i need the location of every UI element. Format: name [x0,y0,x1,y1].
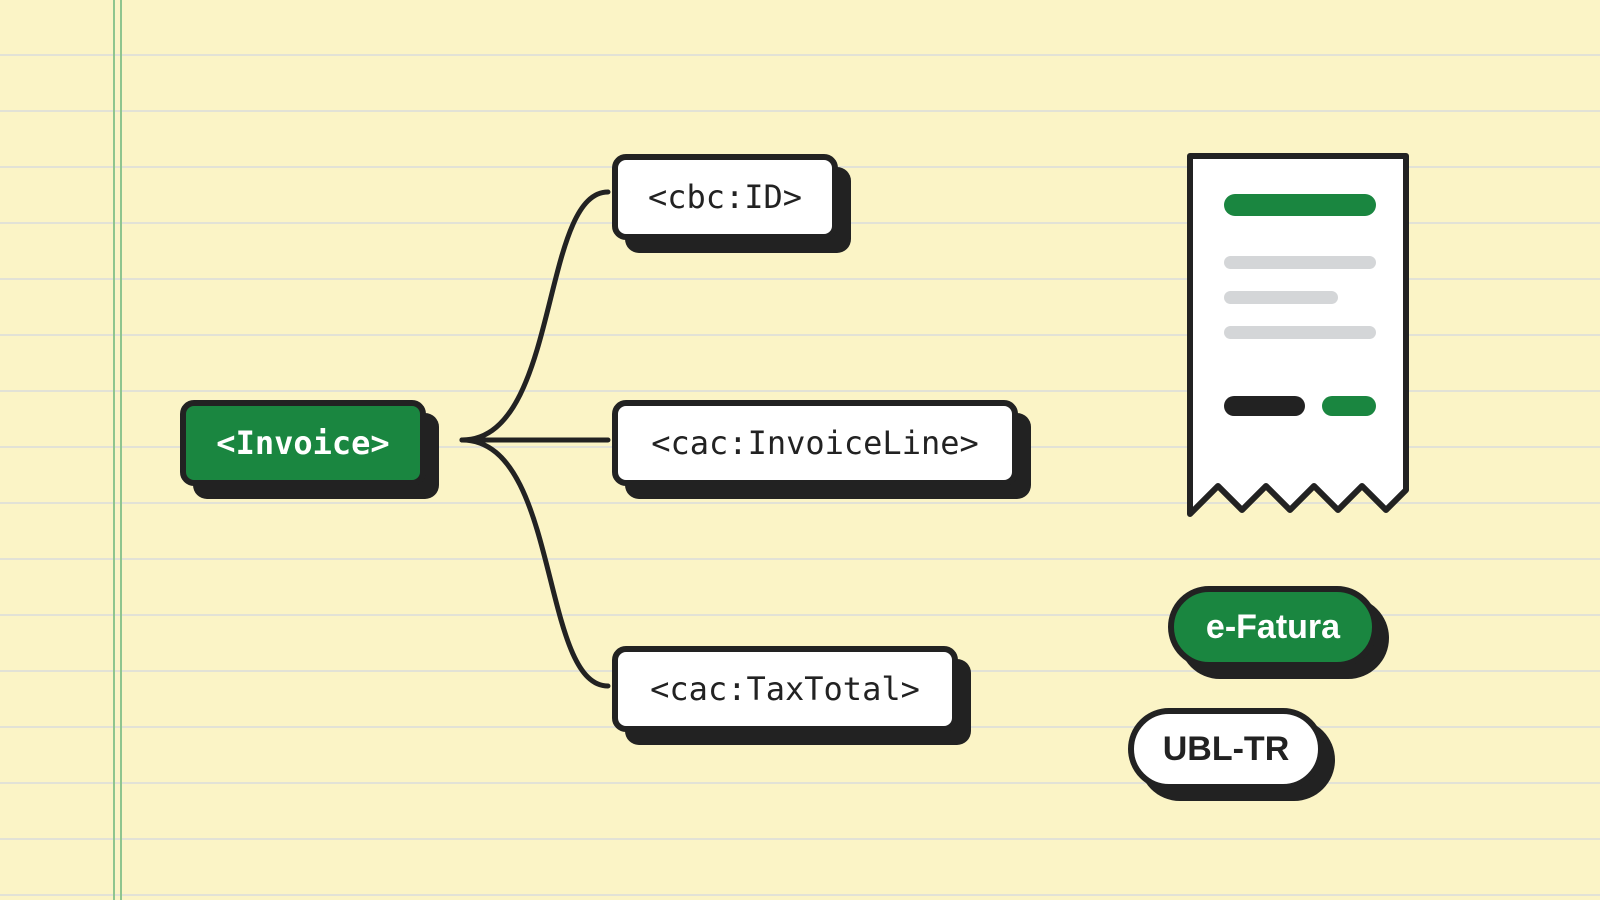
receipt-text-line [1224,256,1376,269]
tree-node-cac-invoiceline-label: <cac:InvoiceLine> [651,424,979,462]
receipt-text-line [1224,291,1338,304]
receipt-icon [1187,153,1409,517]
tree-node-cbc-id: <cbc:ID> [612,154,838,240]
ubl-tr-badge-label: UBL-TR [1162,729,1290,768]
ubl-tr-badge: UBL-TR [1128,708,1324,790]
connector-to-taxtotal [459,437,611,689]
receipt-total-value-bar [1322,396,1376,416]
receipt-text-line [1224,326,1376,339]
receipt-total-label-bar [1224,396,1305,416]
tree-node-invoice-label: <Invoice> [216,424,390,462]
tree-node-invoice: <Invoice> [180,400,426,486]
e-fatura-badge: e-Fatura [1168,586,1378,668]
e-fatura-badge-label: e-Fatura [1205,607,1341,646]
margin-line-left [113,0,115,900]
receipt-header-bar [1224,194,1376,216]
margin-line-right [120,0,122,900]
tree-node-cac-taxtotal-label: <cac:TaxTotal> [650,670,920,708]
connector-to-id [459,189,611,443]
tree-node-cac-taxtotal: <cac:TaxTotal> [612,646,958,732]
tree-node-cbc-id-label: <cbc:ID> [647,178,803,216]
tree-node-cac-invoiceline: <cac:InvoiceLine> [612,400,1018,486]
